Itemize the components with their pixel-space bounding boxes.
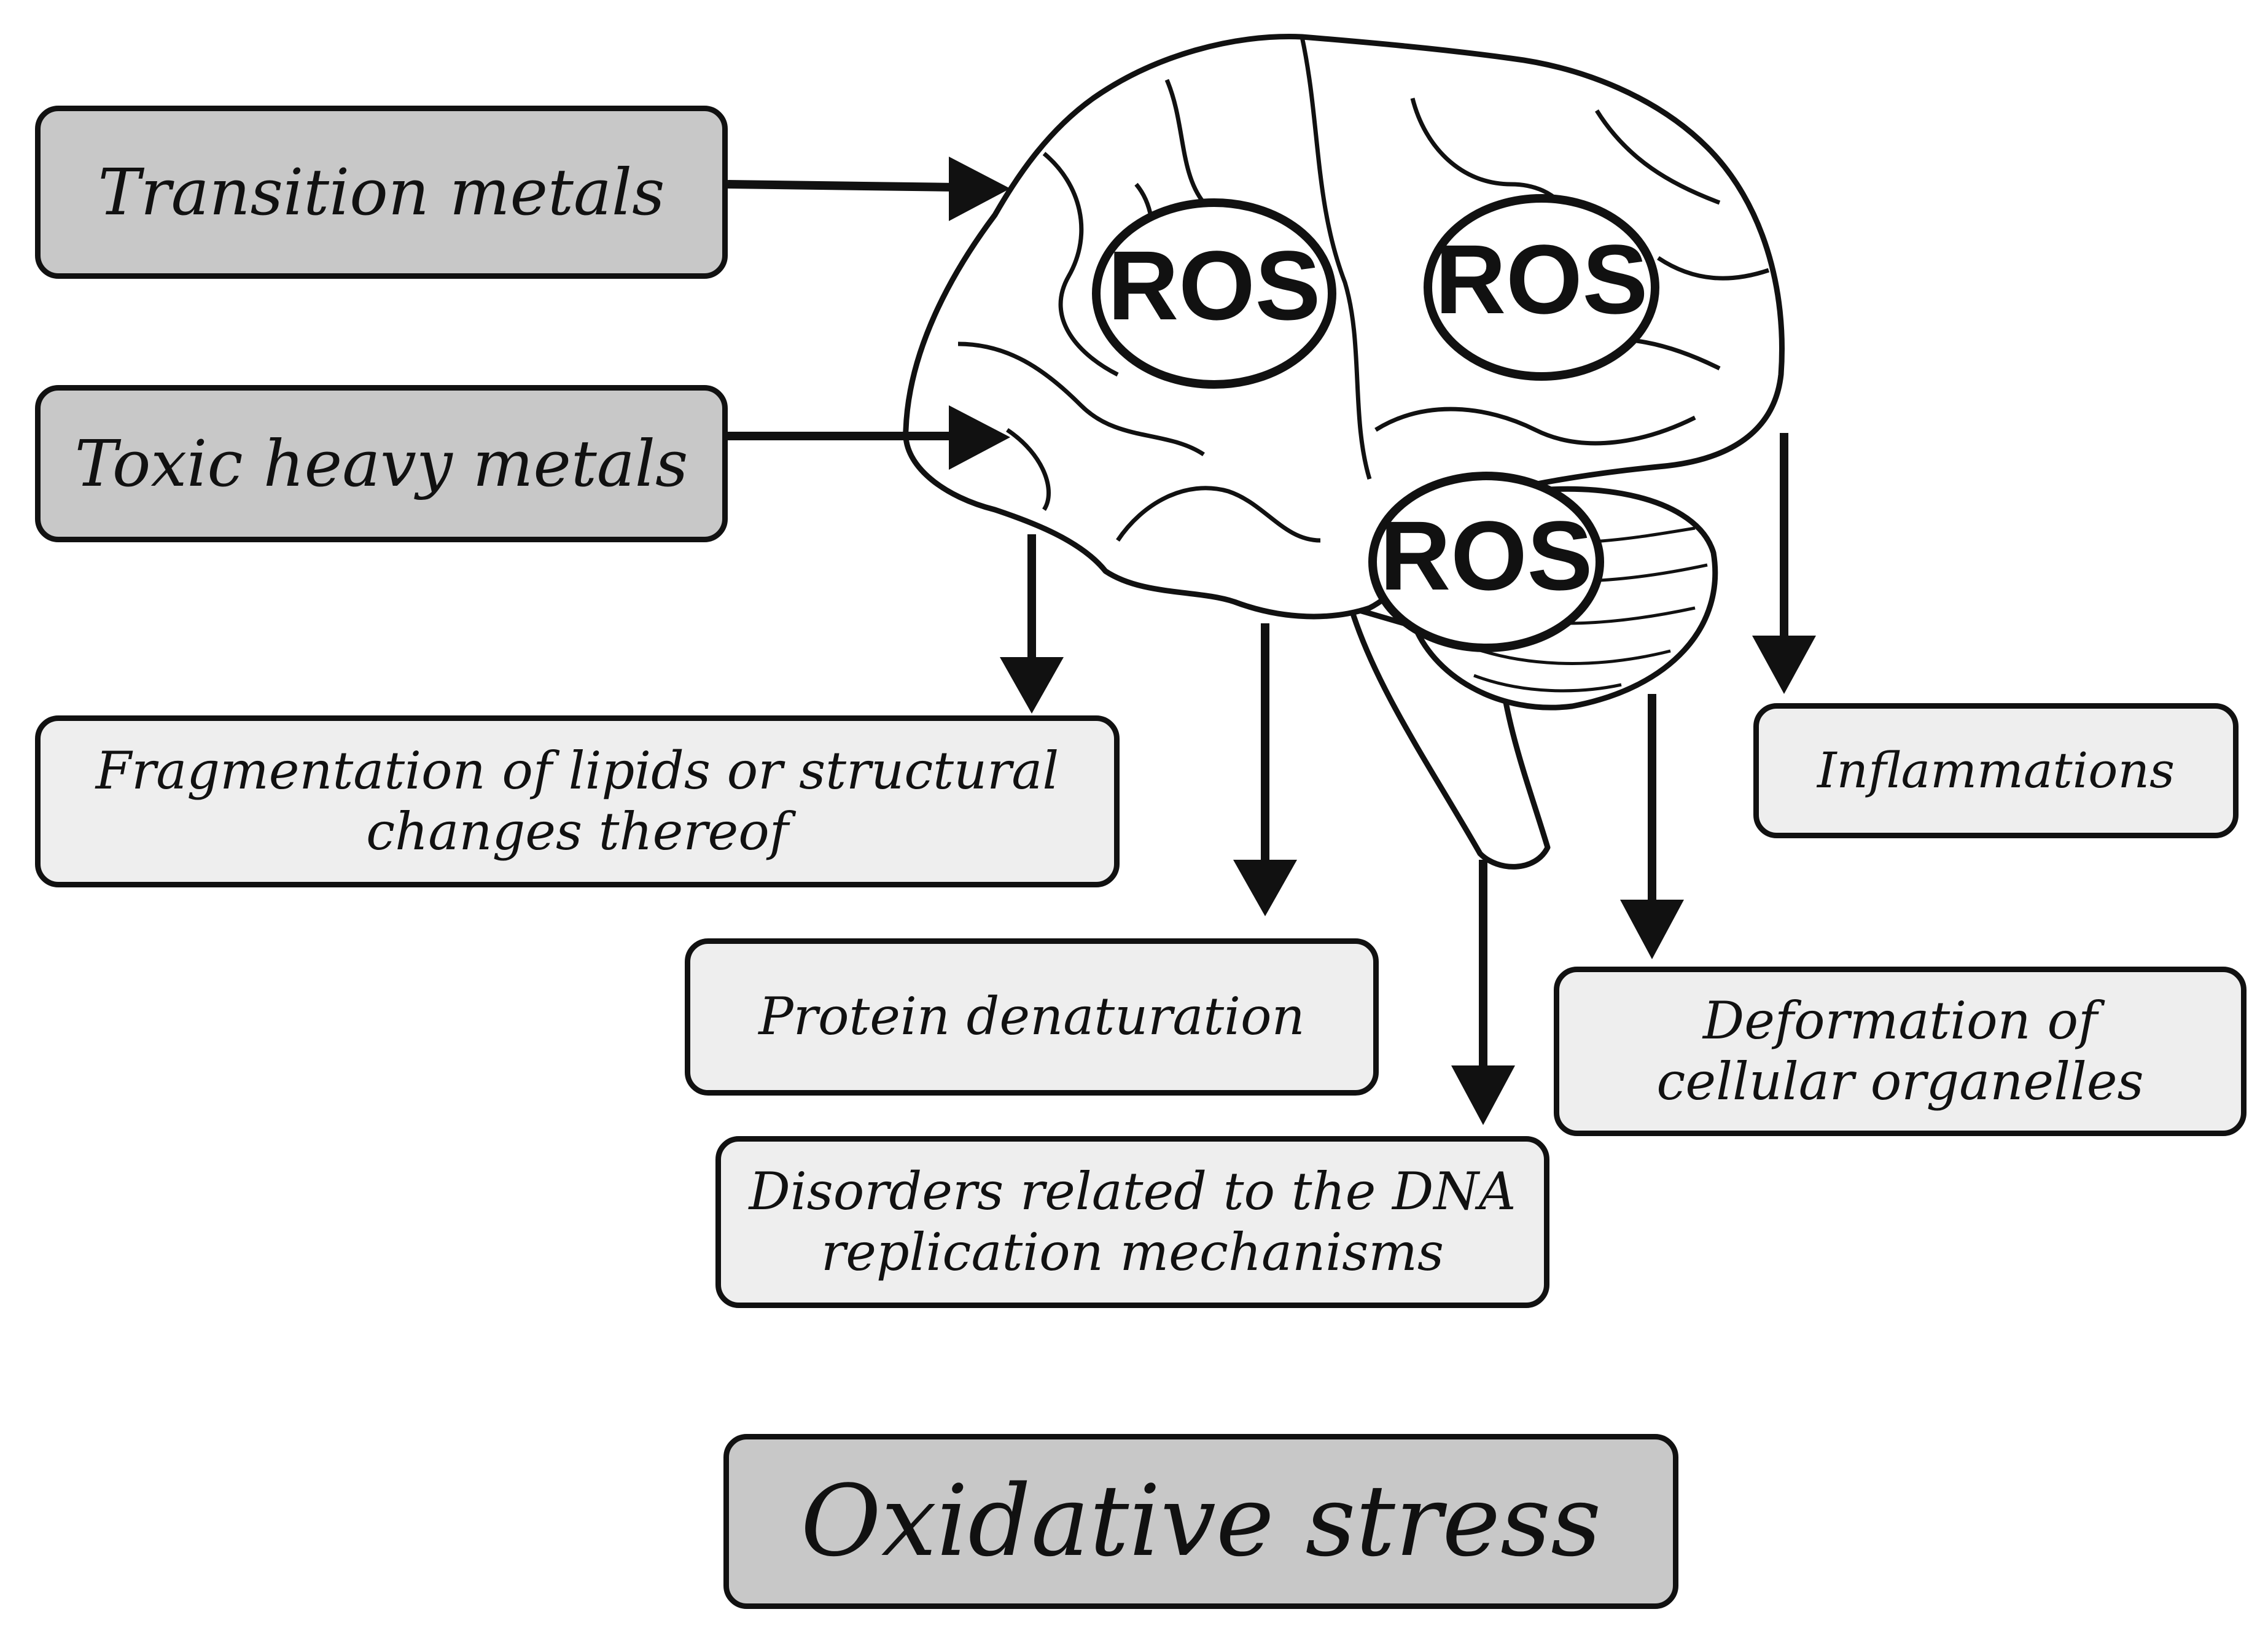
protein-denaturation-label: Protein denaturation [758, 986, 1305, 1047]
arrow-dna-head [1451, 1065, 1515, 1125]
deformation-line-1: Deformation of [1702, 990, 2098, 1051]
arrows [727, 157, 1816, 1125]
ros-ellipse-2 [1424, 194, 1659, 381]
arrow-protein-head [1233, 860, 1297, 916]
ros-markers: ROS ROS ROS [1092, 194, 1659, 652]
inflammation-label: Inflammations [1817, 741, 2175, 799]
arrow-deformation-head [1620, 900, 1684, 959]
protein-denaturation-box: Protein denaturation [685, 938, 1379, 1096]
arrow-transition-head [949, 157, 1010, 221]
fragmentation-line-1: Fragmentation of lipids or structural [95, 740, 1059, 801]
arrow-fragmentation-head [1000, 657, 1064, 714]
ros-label-2: ROS [1435, 224, 1648, 334]
fragmentation-box: Fragmentation of lipids or structural ch… [35, 715, 1120, 887]
fragmentation-line-2: changes thereof [366, 801, 789, 862]
oxidative-stress-box: Oxidative stress [723, 1434, 1678, 1609]
transition-metals-box: Transition metals [35, 106, 728, 279]
inflammation-box: Inflammations [1753, 703, 2239, 838]
deformation-box: Deformation of cellular organelles [1554, 967, 2247, 1136]
arrow-transition [727, 180, 959, 192]
dna-line-2: replication mechanisms [821, 1222, 1444, 1282]
ros-label-1: ROS [1108, 230, 1321, 340]
toxic-heavy-metals-label: Toxic heavy metals [74, 426, 688, 501]
dna-line-1: Disorders related to the DNA [749, 1161, 1516, 1221]
arrow-toxic-head [949, 405, 1010, 470]
transition-metals-label: Transition metals [98, 154, 665, 230]
ros-ellipse-1 [1092, 198, 1336, 389]
arrow-inflammation-head [1752, 636, 1816, 694]
dna-disorders-box: Disorders related to the DNA replication… [715, 1136, 1549, 1308]
ros-ellipse-3 [1368, 472, 1604, 652]
oxidative-stress-label: Oxidative stress [800, 1463, 1602, 1579]
ros-label-3: ROS [1380, 500, 1593, 610]
cerebrum [903, 34, 1785, 620]
toxic-heavy-metals-box: Toxic heavy metals [35, 385, 728, 542]
deformation-line-2: cellular organelles [1656, 1051, 2144, 1112]
